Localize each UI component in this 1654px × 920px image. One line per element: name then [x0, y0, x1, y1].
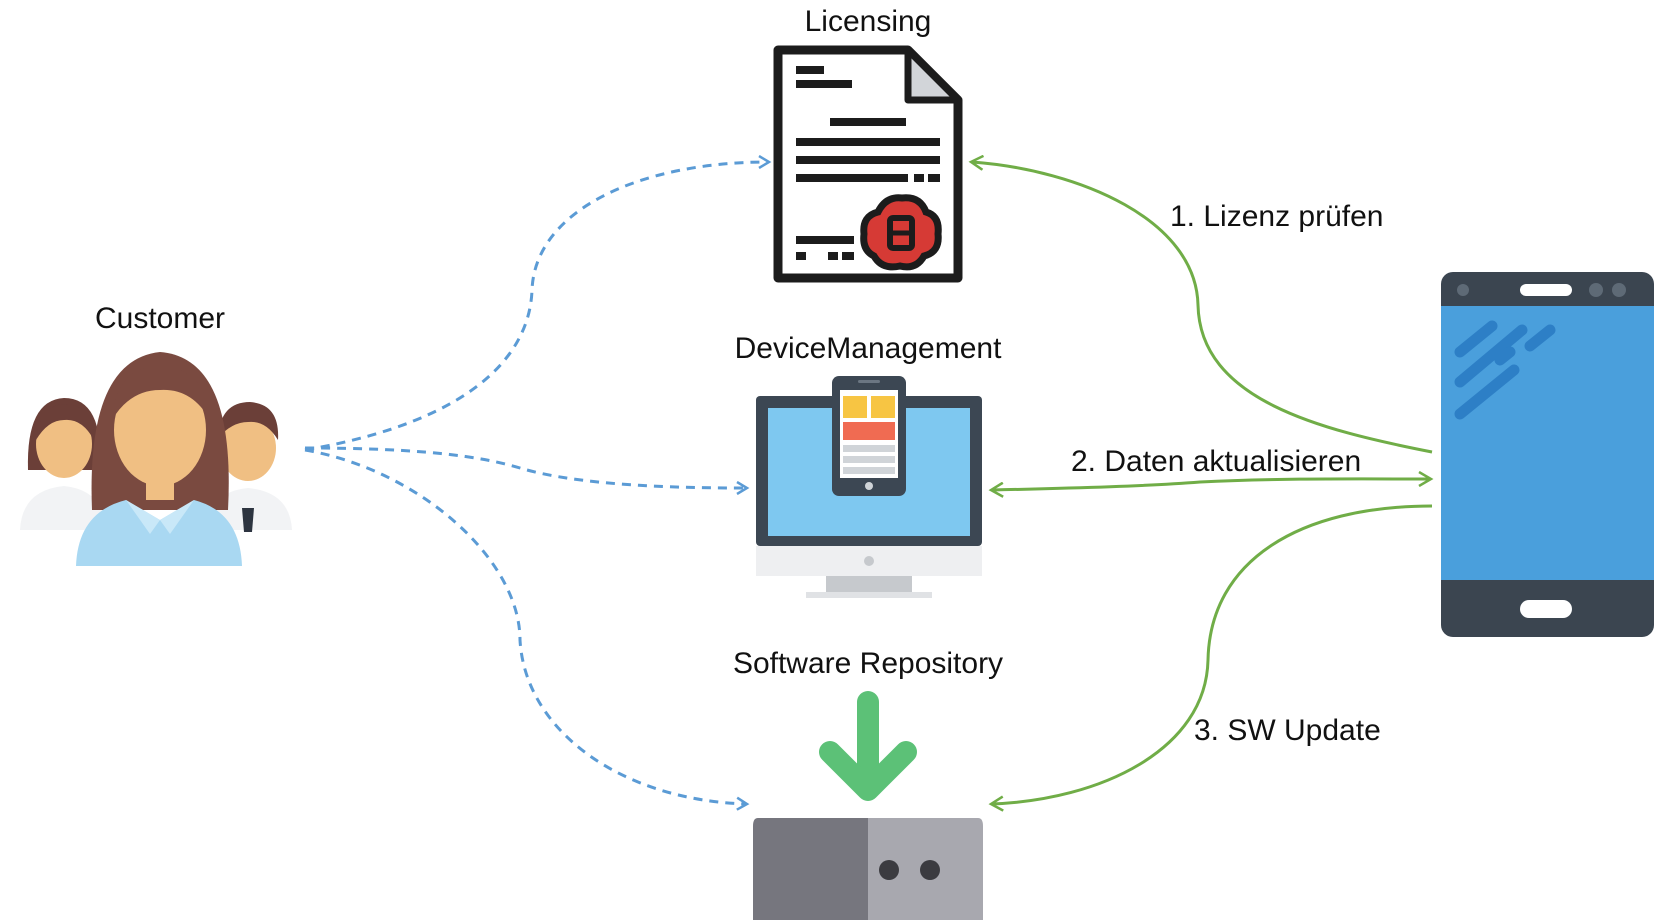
- seal-icon: [860, 194, 942, 271]
- edge-label-lizenz-pruefen: 1. Lizenz prüfen: [1170, 200, 1383, 233]
- smartphone-icon: [1441, 272, 1654, 637]
- license-document-icon: [773, 45, 963, 283]
- device-management-node: DeviceManagement: [735, 332, 1002, 598]
- device-node: [1441, 272, 1654, 637]
- customer-to-software-repository-edge: [304, 448, 746, 804]
- customer-links: [304, 162, 768, 804]
- device-management-label: DeviceManagement: [735, 332, 1002, 365]
- customer-to-device-management-edge: [304, 446, 746, 488]
- monitor-with-phone-icon: [756, 376, 982, 598]
- software-repository-label: Software Repository: [733, 647, 1003, 680]
- device-to-licensing-edge: [972, 162, 1433, 454]
- customer-to-licensing-edge: [304, 162, 768, 452]
- device-links: [972, 162, 1432, 804]
- customer-group-icon: [20, 352, 292, 566]
- software-repository-node: Software Repository: [733, 647, 1003, 920]
- customer-node: Customer: [20, 302, 292, 566]
- device-management-to-device-edge: [992, 479, 1430, 490]
- device-to-software-repository-edge: [992, 504, 1433, 804]
- edge-label-sw-update: 3. SW Update: [1194, 714, 1381, 747]
- edge-label-daten-aktualisieren: 2. Daten aktualisieren: [1071, 445, 1361, 478]
- licensing-node: Licensing: [773, 5, 963, 283]
- licensing-label: Licensing: [805, 5, 932, 38]
- download-storage-icon: [753, 691, 983, 920]
- customer-label: Customer: [95, 302, 225, 335]
